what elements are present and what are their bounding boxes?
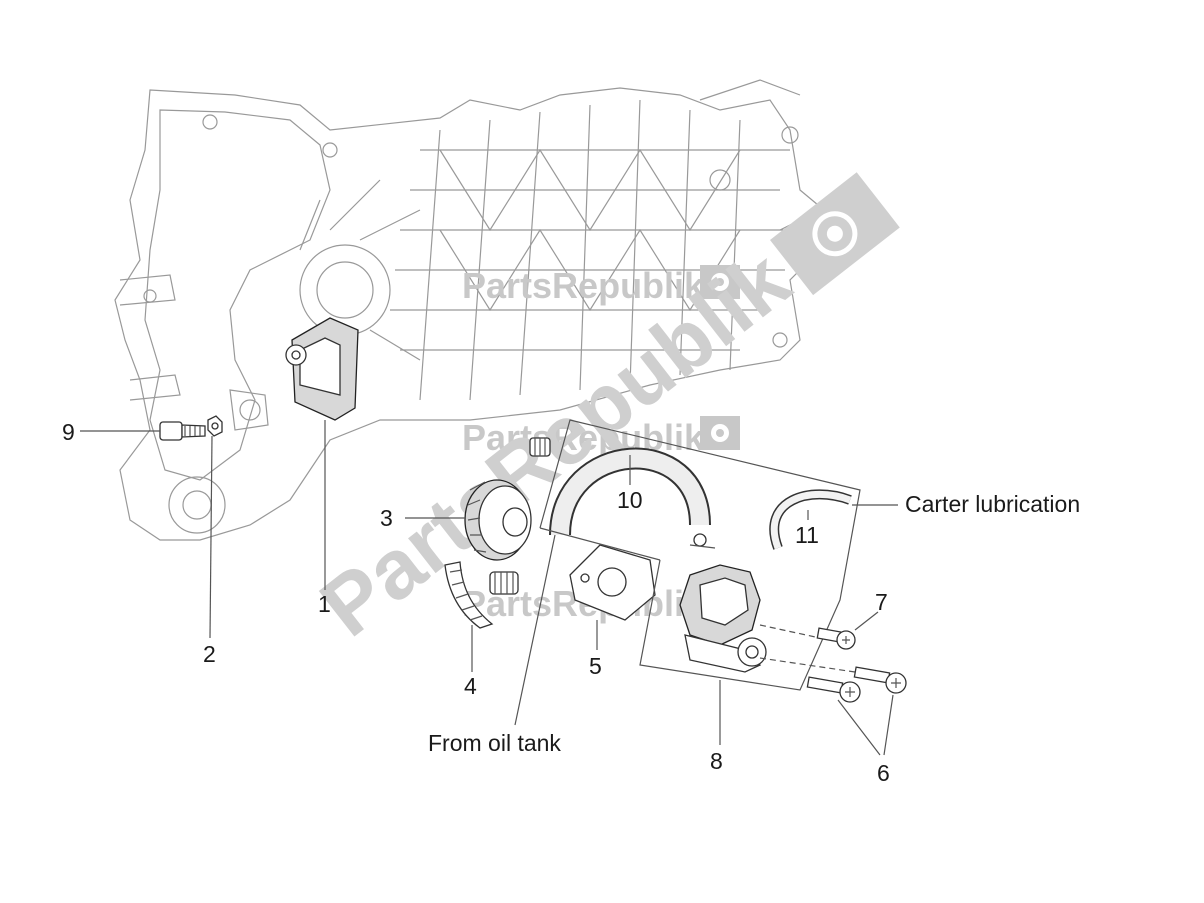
callout-10: 10: [617, 487, 643, 513]
part-7-screw: [759, 611, 879, 650]
callout-3: 3: [380, 505, 393, 531]
callout-1: 1: [318, 591, 331, 617]
gear-icon: [700, 416, 740, 450]
callout-11: 11: [795, 522, 819, 548]
part-6-screw-a: [759, 657, 907, 694]
part-5-gasket: [569, 544, 656, 650]
part-4-chain: [444, 437, 551, 672]
part-6-screw-b: [806, 676, 894, 756]
callout-7: 7: [875, 589, 888, 615]
part-3-gear: [405, 479, 532, 561]
part-1-cover: [285, 317, 359, 590]
part-9-bolt: [80, 421, 206, 441]
note-from-oil-tank: From oil tank: [428, 730, 561, 756]
callout-6: 6: [877, 760, 890, 786]
part-2-nut: [207, 415, 223, 639]
part-11-hose: [769, 489, 898, 550]
callout-9: 9: [62, 419, 75, 445]
crankcase-housing: [114, 79, 836, 541]
watermark-text-1: PartsRepublik: [462, 265, 705, 306]
part-8-oil-pump: [539, 419, 861, 745]
callout-5: 5: [589, 653, 602, 679]
gear-icon: [700, 265, 740, 299]
callout-2: 2: [203, 641, 216, 667]
callout-4: 4: [464, 673, 477, 699]
gear-icon: [770, 172, 900, 296]
part-10-hose: [514, 447, 711, 726]
note-carter-lubrication: Carter lubrication: [905, 491, 1080, 517]
callout-8: 8: [710, 748, 723, 774]
